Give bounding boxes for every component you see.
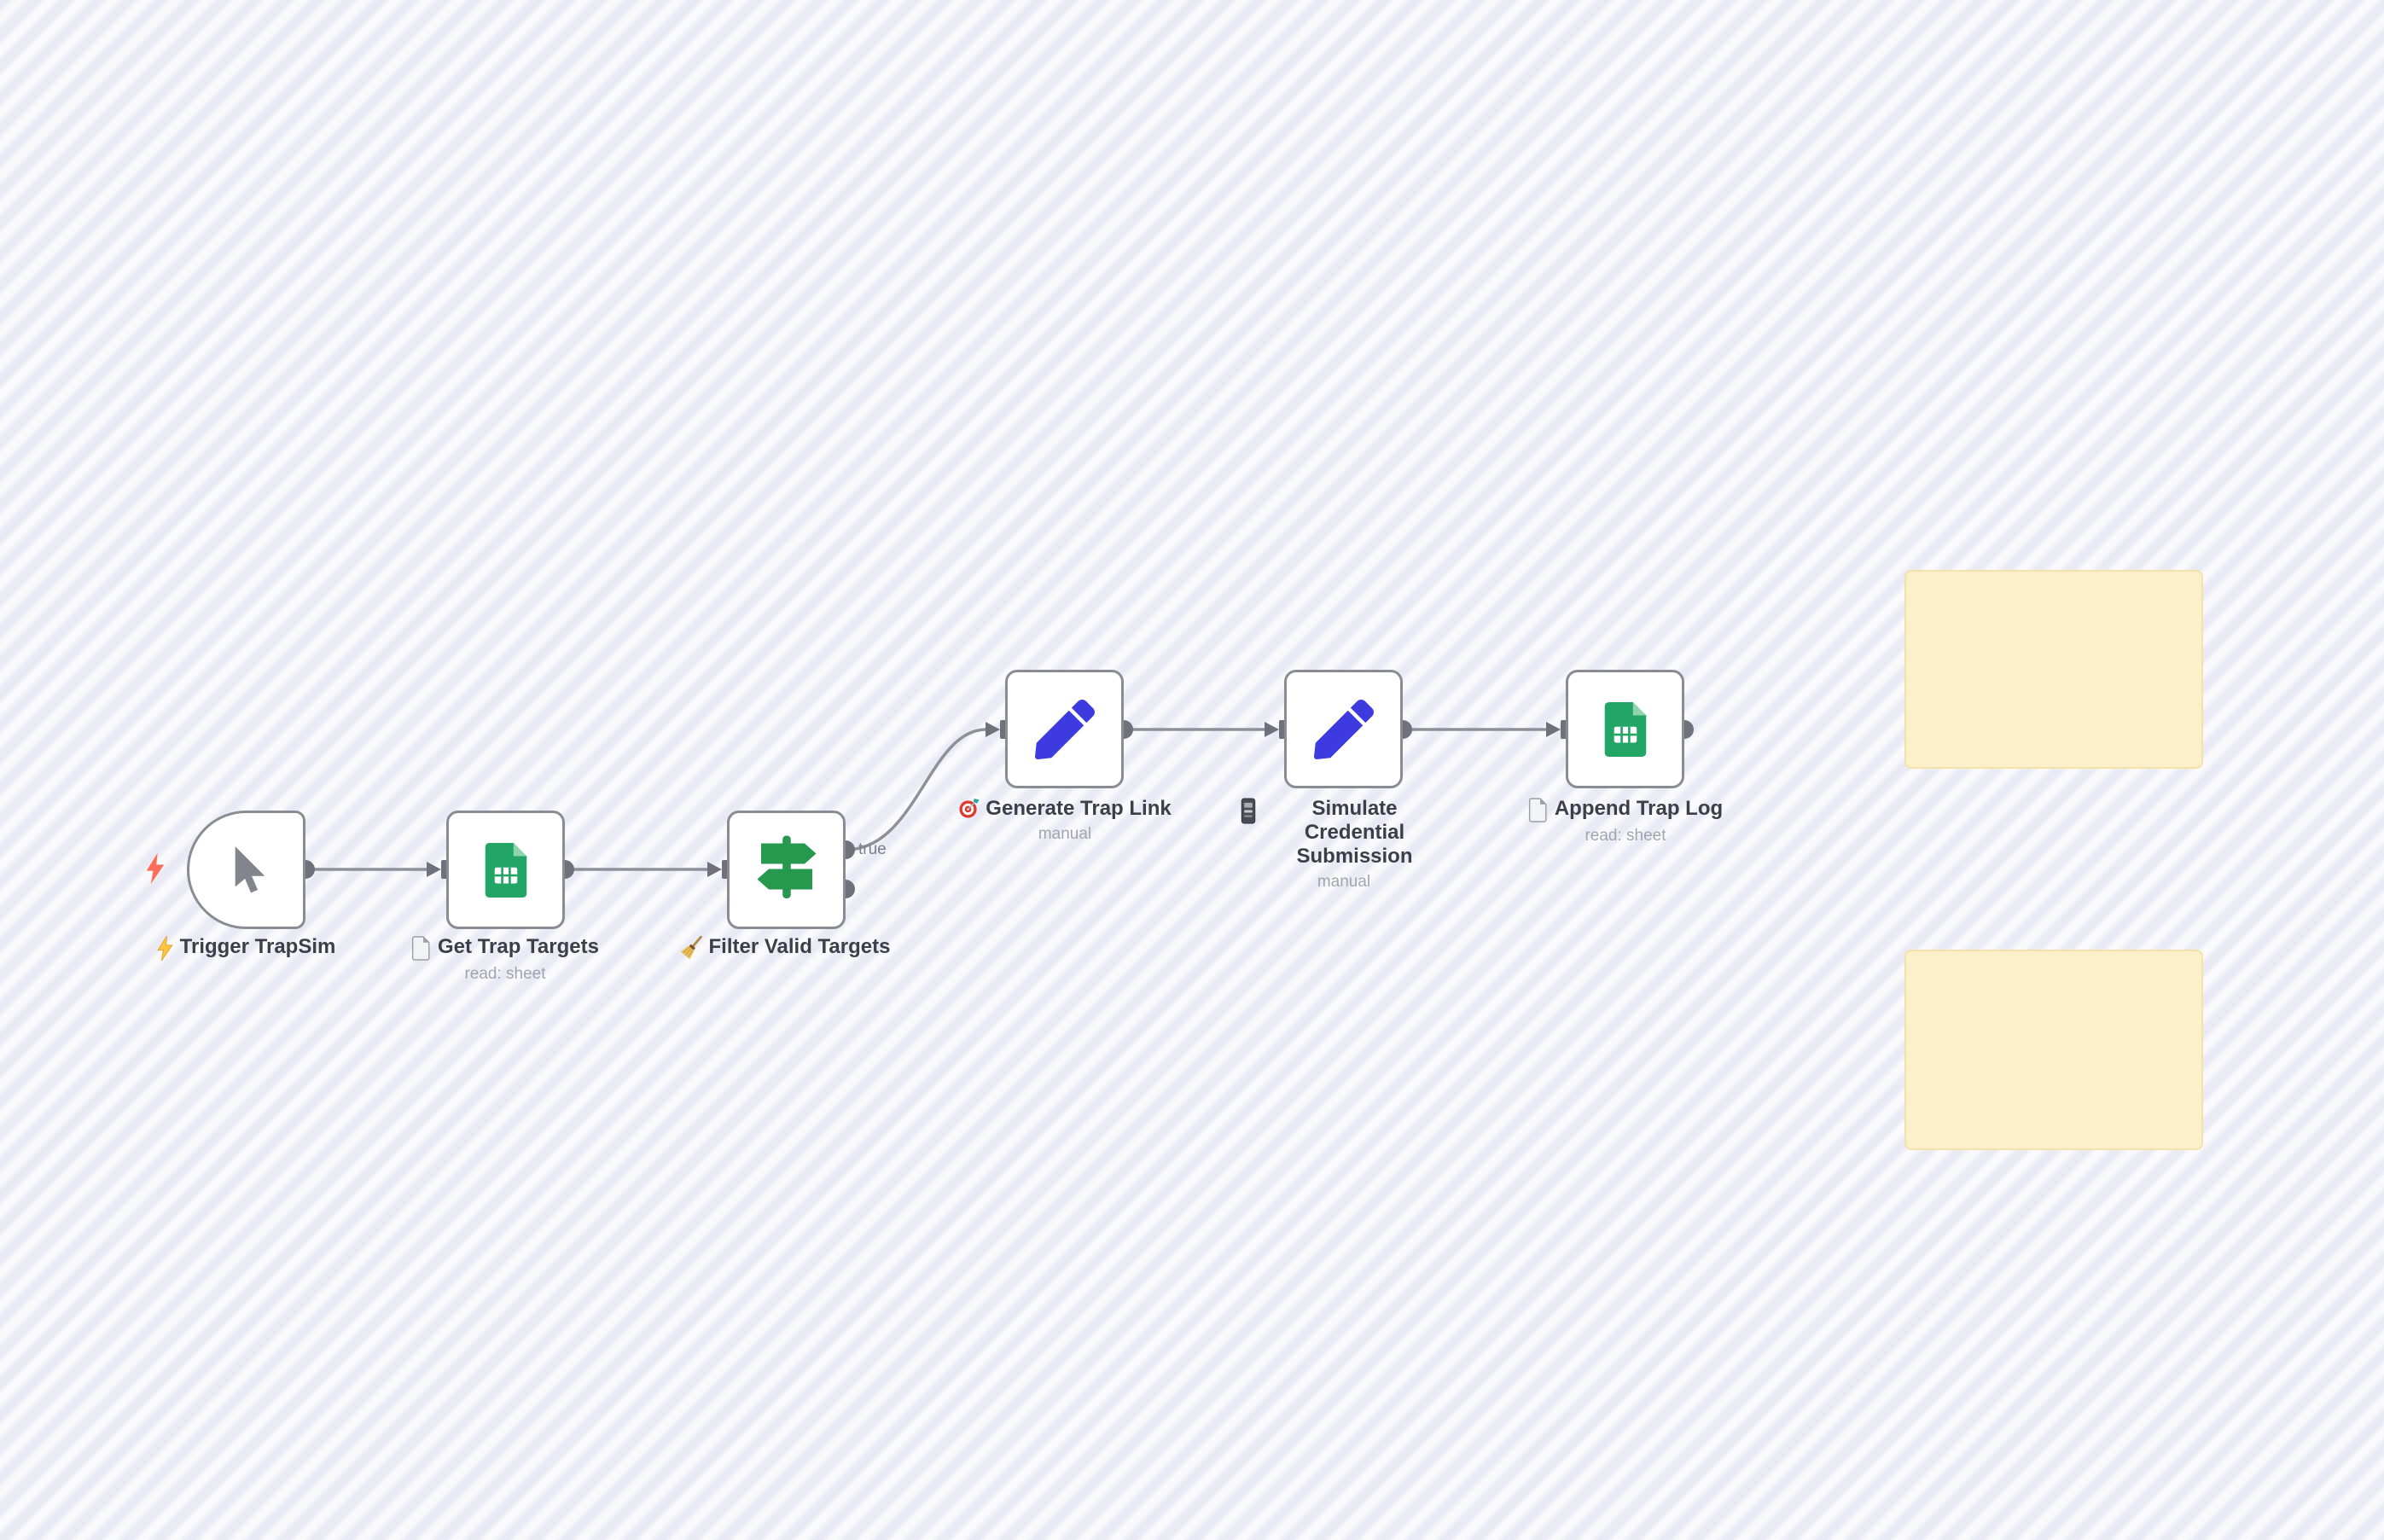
cursor-icon xyxy=(227,842,266,898)
pencil-edit-icon xyxy=(1313,699,1374,759)
node-simulate-credential-submission[interactable] xyxy=(1284,670,1403,788)
sticky-note[interactable] xyxy=(1904,570,2203,769)
signpost-switch-icon xyxy=(748,834,825,906)
node-caption: Get Trap Targets read: sheet xyxy=(360,935,650,984)
node-label: Simulate Credential Submission xyxy=(1296,797,1413,868)
node-caption: Generate Trap Link manual xyxy=(920,797,1210,844)
node-caption: Filter Valid Targets xyxy=(640,935,930,960)
dartboard-emoji xyxy=(958,798,980,819)
node-label: Get Trap Targets xyxy=(438,935,599,958)
output-label-true: true xyxy=(858,840,887,858)
node-label: Trigger TrapSim xyxy=(179,935,336,958)
page-emoji xyxy=(411,936,432,961)
node-label: Append Trap Log xyxy=(1554,797,1724,820)
node-get-trap-targets[interactable] xyxy=(446,811,565,929)
node-caption: Append Trap Log read: sheet xyxy=(1480,797,1771,846)
node-caption: Trigger TrapSim xyxy=(101,935,391,961)
execute-bolt-icon xyxy=(143,853,167,884)
broom-emoji xyxy=(680,936,703,960)
node-subtitle: manual xyxy=(1317,873,1371,891)
node-subtitle: read: sheet xyxy=(464,965,546,983)
node-label: Generate Trap Link xyxy=(986,797,1172,820)
google-sheets-icon xyxy=(1604,701,1647,757)
ballot-box-emoji xyxy=(1241,798,1256,824)
sticky-note[interactable] xyxy=(1904,950,2203,1150)
node-append-trap-log[interactable] xyxy=(1566,670,1684,788)
pencil-edit-icon xyxy=(1034,699,1095,759)
node-subtitle: manual xyxy=(1038,825,1092,843)
node-generate-trap-link[interactable] xyxy=(1005,670,1124,788)
node-label: Filter Valid Targets xyxy=(708,935,891,958)
lightning-bolt-emoji xyxy=(156,936,174,961)
node-filter-valid-targets[interactable] xyxy=(727,811,846,929)
node-subtitle: read: sheet xyxy=(1584,827,1666,845)
node-caption: Simulate Credential Submission manual xyxy=(1199,797,1489,892)
node-trigger-trapsim[interactable] xyxy=(187,811,305,929)
page-emoji xyxy=(1528,798,1549,822)
google-sheets-icon xyxy=(485,842,527,898)
